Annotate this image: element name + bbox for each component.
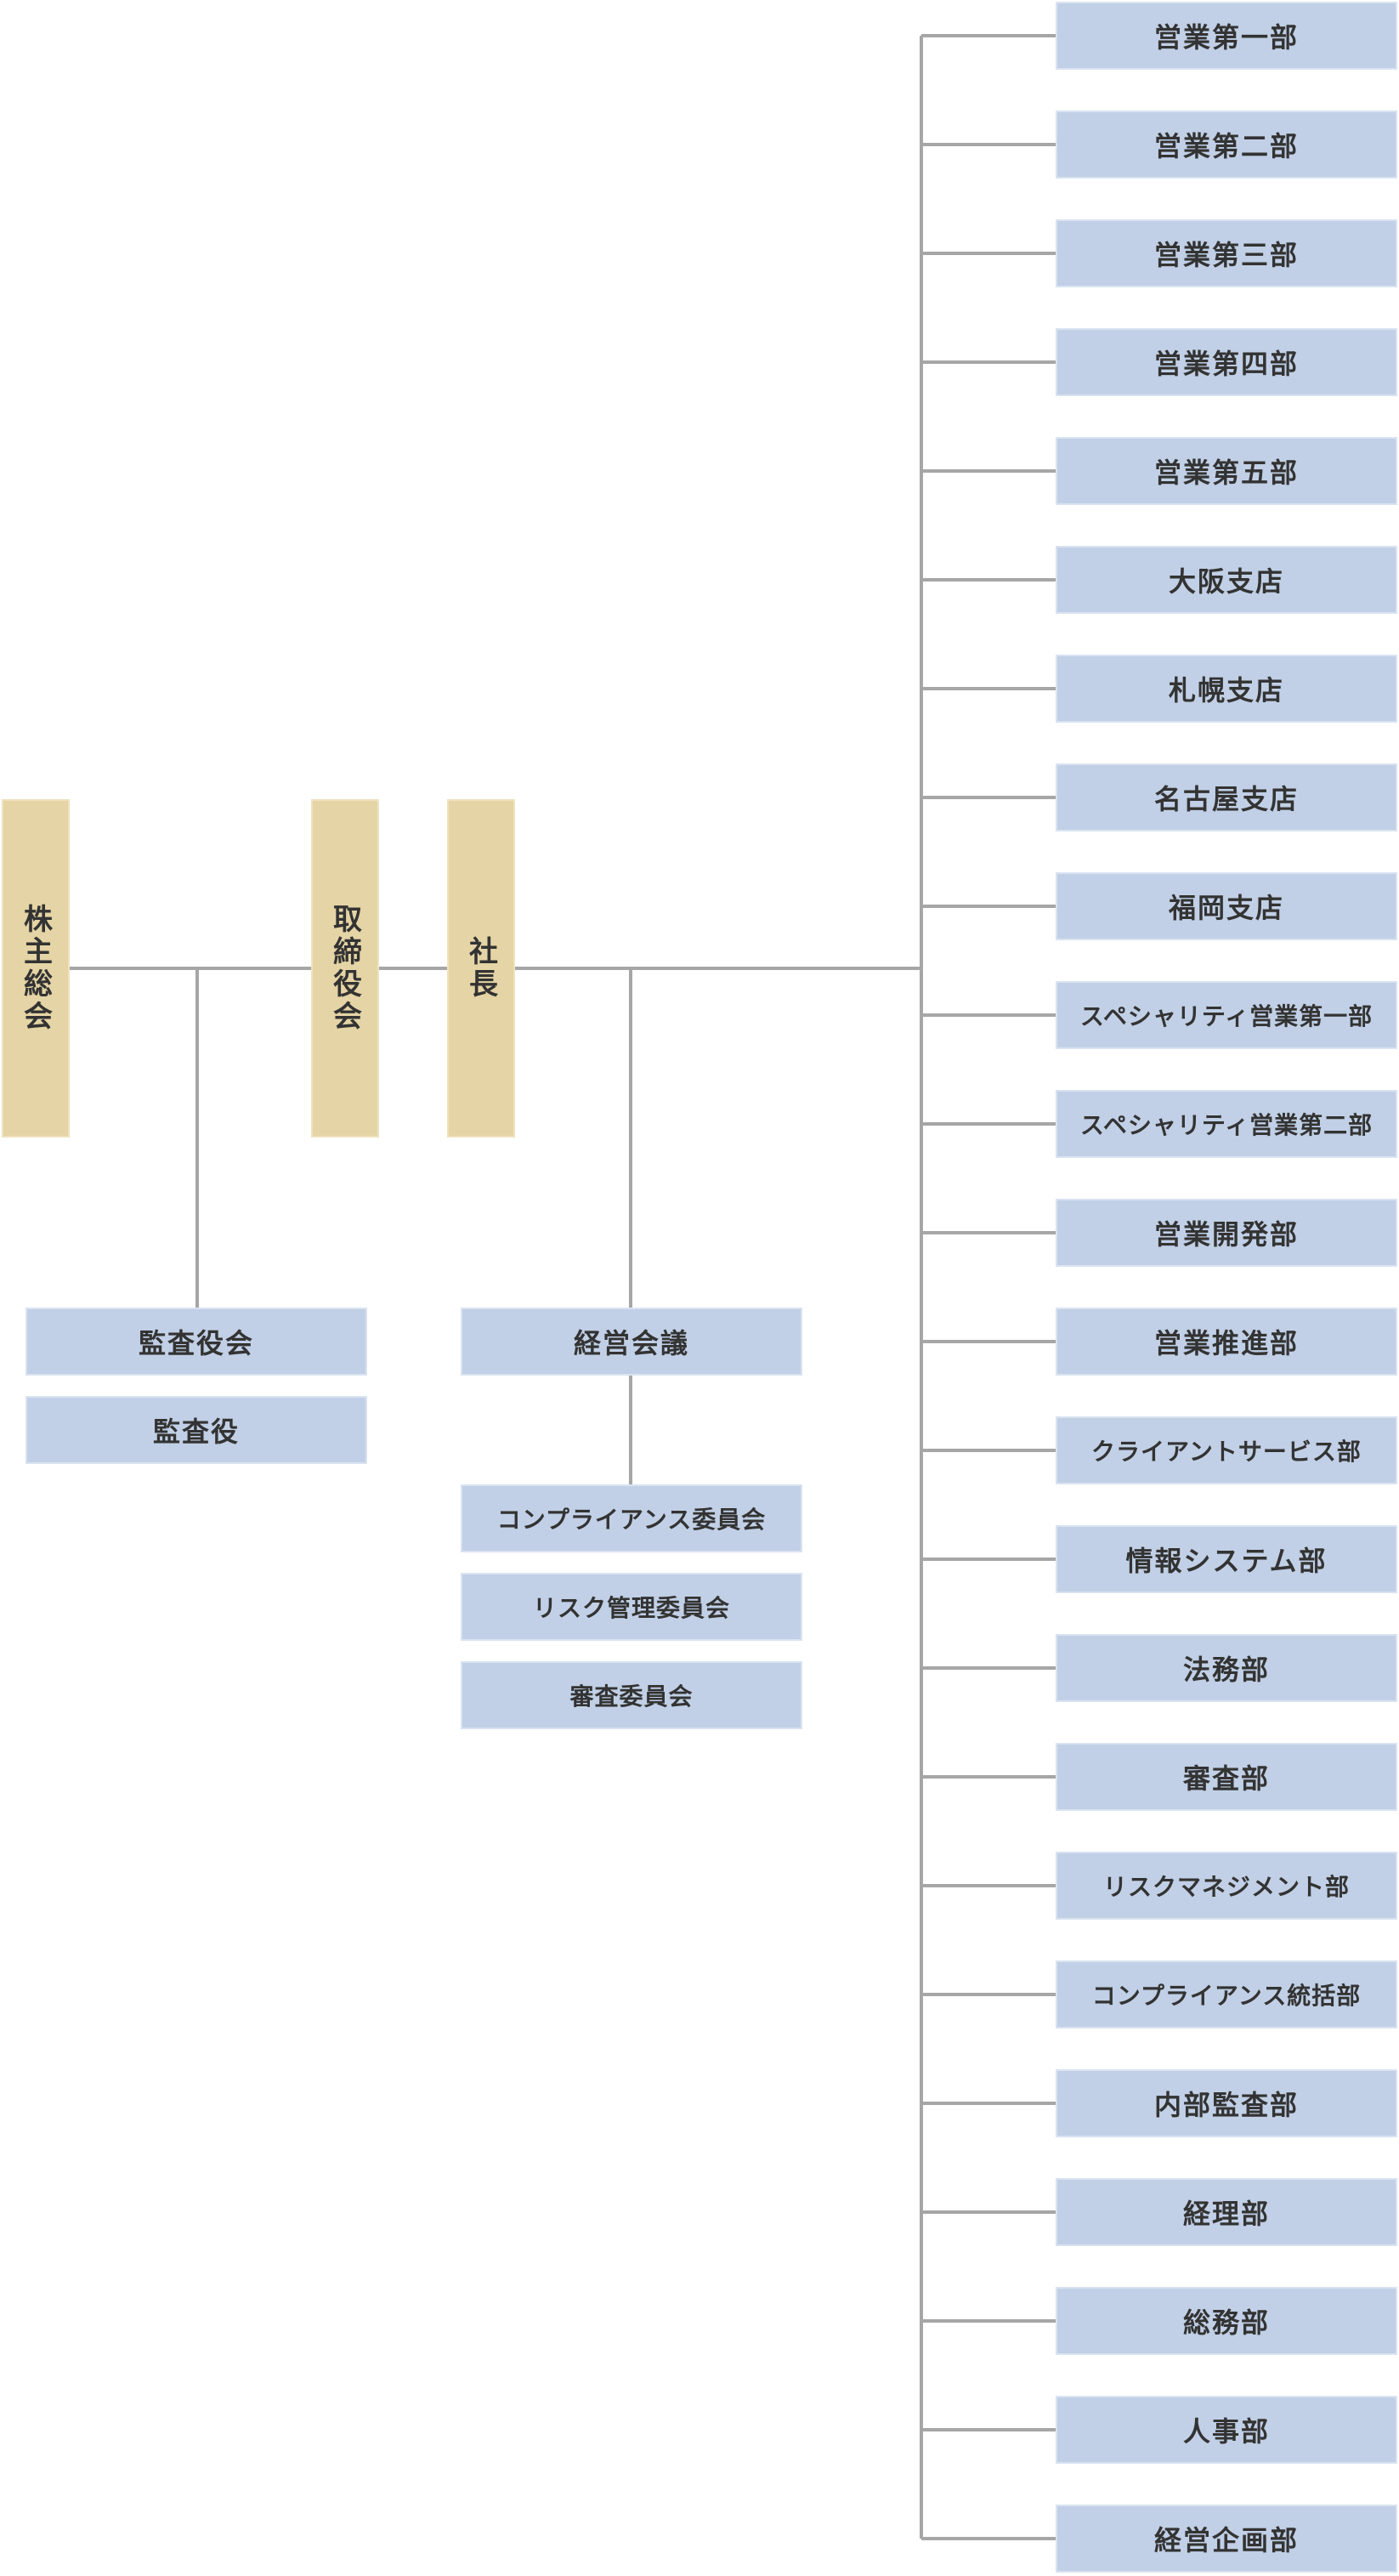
- management-meeting-box: 経営会議: [461, 1308, 802, 1376]
- department-label: 営業第四部: [1153, 348, 1299, 380]
- department-label: 札幌支店: [1168, 674, 1284, 706]
- department-box: コンプライアンス統括部: [1056, 1960, 1397, 2028]
- management-meeting-label: 経営会議: [573, 1327, 689, 1359]
- department-label: リスクマネジメント部: [1102, 1873, 1350, 1901]
- department-box: 名古屋支店: [1056, 763, 1397, 831]
- department-box: 審査部: [1056, 1743, 1397, 1811]
- department-label: 法務部: [1182, 1654, 1270, 1686]
- president-box: 社長: [447, 799, 515, 1138]
- department-box: 大阪支店: [1056, 546, 1397, 614]
- department-label: 経理部: [1182, 2198, 1270, 2230]
- department-box: 営業第五部: [1056, 437, 1397, 505]
- department-label: スペシャリティ営業第二部: [1079, 1111, 1374, 1139]
- department-box: 内部監査部: [1056, 2069, 1397, 2137]
- department-box: 情報システム部: [1056, 1525, 1397, 1593]
- department-box: 経営企画部: [1056, 2505, 1397, 2573]
- department-label: 経営企画部: [1153, 2524, 1299, 2556]
- department-box: 営業第四部: [1056, 328, 1397, 396]
- department-box: 法務部: [1056, 1634, 1397, 1702]
- department-box: 営業第三部: [1056, 219, 1397, 287]
- risk-management-committee-label: リスク管理委員会: [532, 1594, 730, 1622]
- department-box: スペシャリティ営業第二部: [1056, 1090, 1397, 1158]
- department-label: コンプライアンス統括部: [1091, 1982, 1362, 2010]
- department-label: 人事部: [1182, 2415, 1270, 2448]
- auditor-box: 監査役: [25, 1396, 367, 1464]
- department-label: クライアントサービス部: [1091, 1438, 1362, 1466]
- department-label: 総務部: [1182, 2306, 1270, 2339]
- department-box: 札幌支店: [1056, 655, 1397, 723]
- department-label: 福岡支店: [1168, 892, 1284, 924]
- board-of-directors-box: 取締役会: [311, 799, 379, 1138]
- auditor-label: 監査役: [152, 1416, 240, 1448]
- shareholders-meeting-label: 株主総会: [18, 904, 53, 1033]
- department-label: 営業第一部: [1153, 21, 1299, 54]
- department-box: 経理部: [1056, 2178, 1397, 2246]
- department-label: 審査部: [1182, 1762, 1270, 1795]
- board-of-directors-label: 取締役会: [327, 904, 362, 1033]
- department-label: 内部監査部: [1153, 2089, 1299, 2121]
- risk-management-committee-box: リスク管理委員会: [461, 1573, 802, 1641]
- shareholders-meeting-box: 株主総会: [2, 799, 70, 1138]
- audit-board-label: 監査役会: [138, 1327, 254, 1359]
- department-box: 総務部: [1056, 2287, 1397, 2355]
- review-committee-box: 審査委員会: [461, 1661, 802, 1729]
- compliance-committee-label: コンプライアンス委員会: [496, 1506, 767, 1534]
- department-box: 営業開発部: [1056, 1199, 1397, 1267]
- department-label: 営業第二部: [1153, 130, 1299, 162]
- department-box: 人事部: [1056, 2396, 1397, 2464]
- department-box: 営業第二部: [1056, 111, 1397, 179]
- president-label: 社長: [463, 936, 498, 1001]
- audit-board-box: 監査役会: [25, 1308, 367, 1376]
- department-box: リスクマネジメント部: [1056, 1852, 1397, 1920]
- department-label: 営業推進部: [1153, 1327, 1299, 1359]
- department-box: 福岡支店: [1056, 872, 1397, 940]
- department-label: 営業第五部: [1153, 457, 1299, 489]
- department-box: 営業第一部: [1056, 2, 1397, 70]
- department-box: クライアントサービス部: [1056, 1416, 1397, 1484]
- department-box: スペシャリティ営業第一部: [1056, 981, 1397, 1049]
- department-label: 名古屋支店: [1153, 783, 1299, 815]
- department-label: 大阪支店: [1168, 565, 1284, 598]
- review-committee-label: 審査委員会: [569, 1682, 694, 1711]
- compliance-committee-box: コンプライアンス委員会: [461, 1484, 802, 1552]
- department-box: 営業推進部: [1056, 1308, 1397, 1376]
- department-label: 営業開発部: [1153, 1218, 1299, 1251]
- department-label: スペシャリティ営業第一部: [1079, 1002, 1374, 1030]
- department-label: 情報システム部: [1125, 1545, 1328, 1577]
- department-label: 営業第三部: [1153, 239, 1299, 271]
